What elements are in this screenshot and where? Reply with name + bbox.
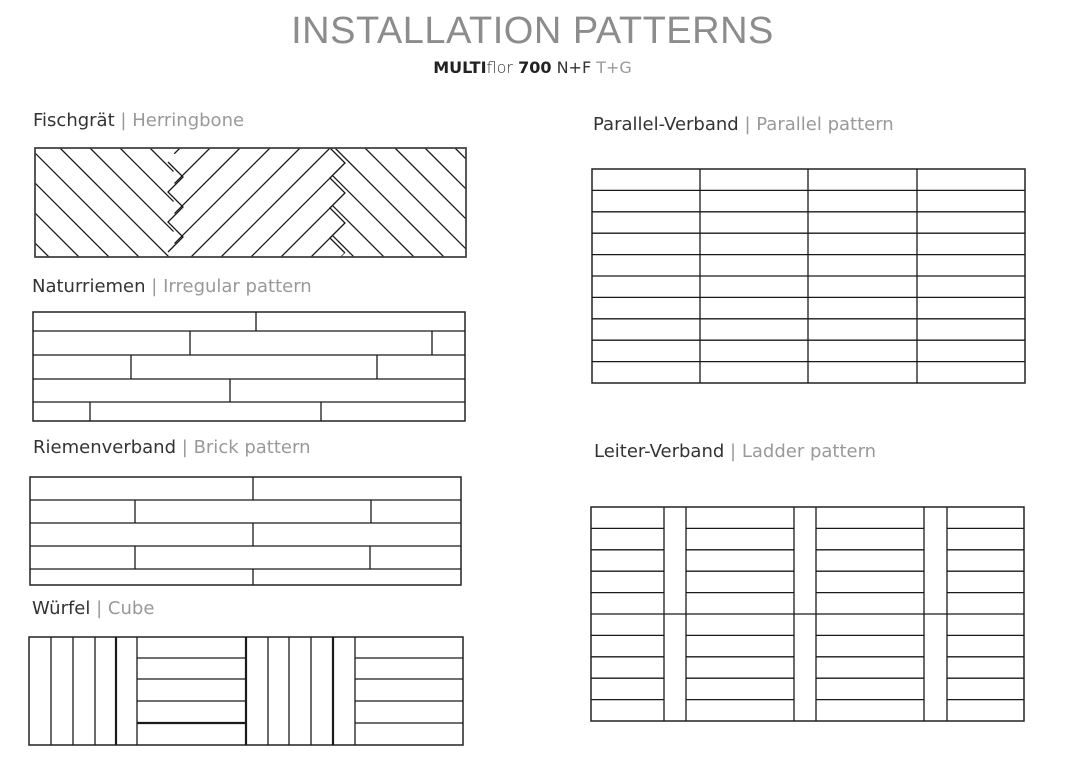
plank-edge: [0, 148, 35, 268]
label-ladder: Leiter-Verband | Ladder pattern: [594, 441, 876, 462]
plank-edge: [330, 148, 426, 257]
brick-diagram: [29, 476, 462, 586]
plank-edge: [168, 148, 241, 257]
page-title: INSTALLATION PATTERNS: [291, 10, 774, 52]
label-sep: |: [151, 276, 158, 297]
label-sep: |: [181, 437, 188, 458]
irregular-diagram: [32, 311, 466, 422]
plank-edge: [450, 148, 570, 268]
label-en: Herringbone: [132, 110, 245, 131]
label-de: Leiter-Verband: [594, 441, 725, 462]
label-de: Riemenverband: [33, 437, 177, 458]
plank-edge: [394, 148, 466, 257]
plank-edge: [209, 148, 331, 257]
plank-edge: [364, 148, 466, 257]
brand-light: flor: [486, 58, 513, 77]
plank-edge: [149, 148, 183, 257]
joint-type: N+F: [556, 58, 592, 77]
label-sep: |: [120, 110, 127, 131]
plank-edge: [59, 148, 181, 257]
ladder-diagram: [590, 506, 1025, 722]
plank-edge: [424, 148, 466, 257]
parallel-diagram: [591, 168, 1026, 384]
label-en: Cube: [107, 598, 155, 619]
label-herringbone: Fischgrät | Herringbone: [33, 110, 244, 131]
label-sep: |: [96, 598, 103, 619]
plank-edge: [485, 148, 605, 268]
label-en: Ladder pattern: [741, 441, 877, 462]
label-brick: Riemenverband | Brick pattern: [33, 437, 311, 458]
label-en: Brick pattern: [193, 437, 311, 458]
plank-edge: [0, 148, 5, 268]
plank-edge: [334, 148, 456, 257]
plank-edge: [35, 148, 91, 257]
plank-edge: [480, 148, 600, 268]
herringbone-diagram: [0, 147, 605, 268]
plank-edge: [35, 148, 151, 257]
plank-edge: [330, 148, 366, 257]
plank-edge: [0, 148, 30, 268]
model-number: 700: [518, 58, 552, 77]
plank-edge: [179, 148, 301, 257]
label-irregular: Naturriemen | Irregular pattern: [32, 276, 312, 297]
label-de: Fischgrät: [33, 110, 115, 131]
plank-edge: [299, 148, 345, 257]
plank-edge: [454, 148, 466, 257]
label-de: Parallel-Verband: [593, 114, 739, 135]
label-de: Naturriemen: [32, 276, 146, 297]
joint-type-en: T+G: [596, 58, 632, 77]
label-en: Irregular pattern: [163, 276, 312, 297]
plank-edge: [330, 148, 396, 257]
plank-edge: [168, 148, 211, 257]
label-cube: Würfel | Cube: [32, 598, 154, 619]
plank-edge: [35, 148, 121, 257]
plank-edge: [89, 148, 183, 257]
label-parallel: Parallel-Verband | Parallel pattern: [593, 114, 894, 135]
label-sep: |: [744, 114, 751, 135]
plank-edge: [0, 148, 30, 268]
cube-diagram: [28, 636, 464, 746]
label-de: Würfel: [32, 598, 97, 619]
label-sep: |: [730, 441, 737, 462]
plank-edge: [450, 148, 570, 268]
brand-bold: MULTI: [433, 58, 487, 77]
label-en: Parallel pattern: [756, 114, 894, 135]
plank-edge: [35, 148, 61, 257]
plank-edge: [480, 148, 600, 268]
product-subtitle: MULTIflor 700 N+F T+G: [0, 58, 1065, 77]
